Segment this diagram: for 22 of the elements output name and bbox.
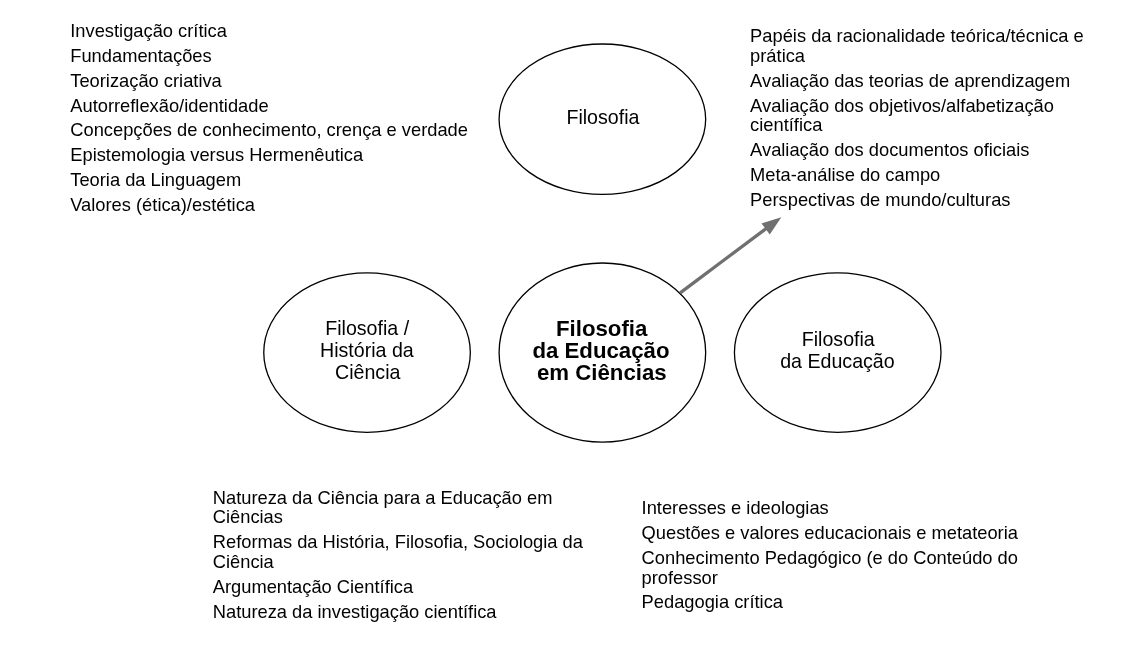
label: Fundamentações <box>69 44 212 66</box>
label: Natureza da investigação científica <box>212 600 497 622</box>
label: Valores (ética)/estética <box>69 193 255 215</box>
label: Epistemologia versus Hermenêutica <box>69 144 363 166</box>
label: Argumentação Científica <box>212 575 413 597</box>
node-ellipse: Filosofia / História da Ciência <box>262 272 471 433</box>
label: Interesses e ideologias <box>641 497 829 519</box>
node-ellipse: Filosofia da Educação em Ciências <box>497 262 706 443</box>
node-ellipse: Filosofia <box>497 43 706 196</box>
node-text: Papéis da racionalidade teórica/técnica e prática Avaliação das teorias de aprendizagem Avaliação dos objetivos/alfabetização científica Avaliação dos documentos oficiais Meta-análise do campo Perspectivas de mundo/culturas <box>749 25 1084 210</box>
label: Questões e valores educacionais e metateoria <box>641 522 1018 544</box>
label: Investigação crítica <box>69 20 227 42</box>
label: Reformas da História, Filosofia, Sociologia da Ciência <box>212 531 583 572</box>
label: Conhecimento Pedagógico (e do Conteúdo do professor <box>641 546 1018 588</box>
label: Concepções de conhecimento, crença e verdade <box>69 119 468 141</box>
node-ellipse: Filosofia da Educação <box>733 272 942 433</box>
label: Pedagogia crítica <box>641 591 783 613</box>
label: Autorreflexão/identidade <box>69 94 269 116</box>
label: Teoria da Linguagem <box>69 169 241 191</box>
label: Natureza da Ciência para a Educação em Ciências <box>212 486 552 528</box>
arrow <box>678 217 781 295</box>
label: Teorização criativa <box>69 69 222 91</box>
